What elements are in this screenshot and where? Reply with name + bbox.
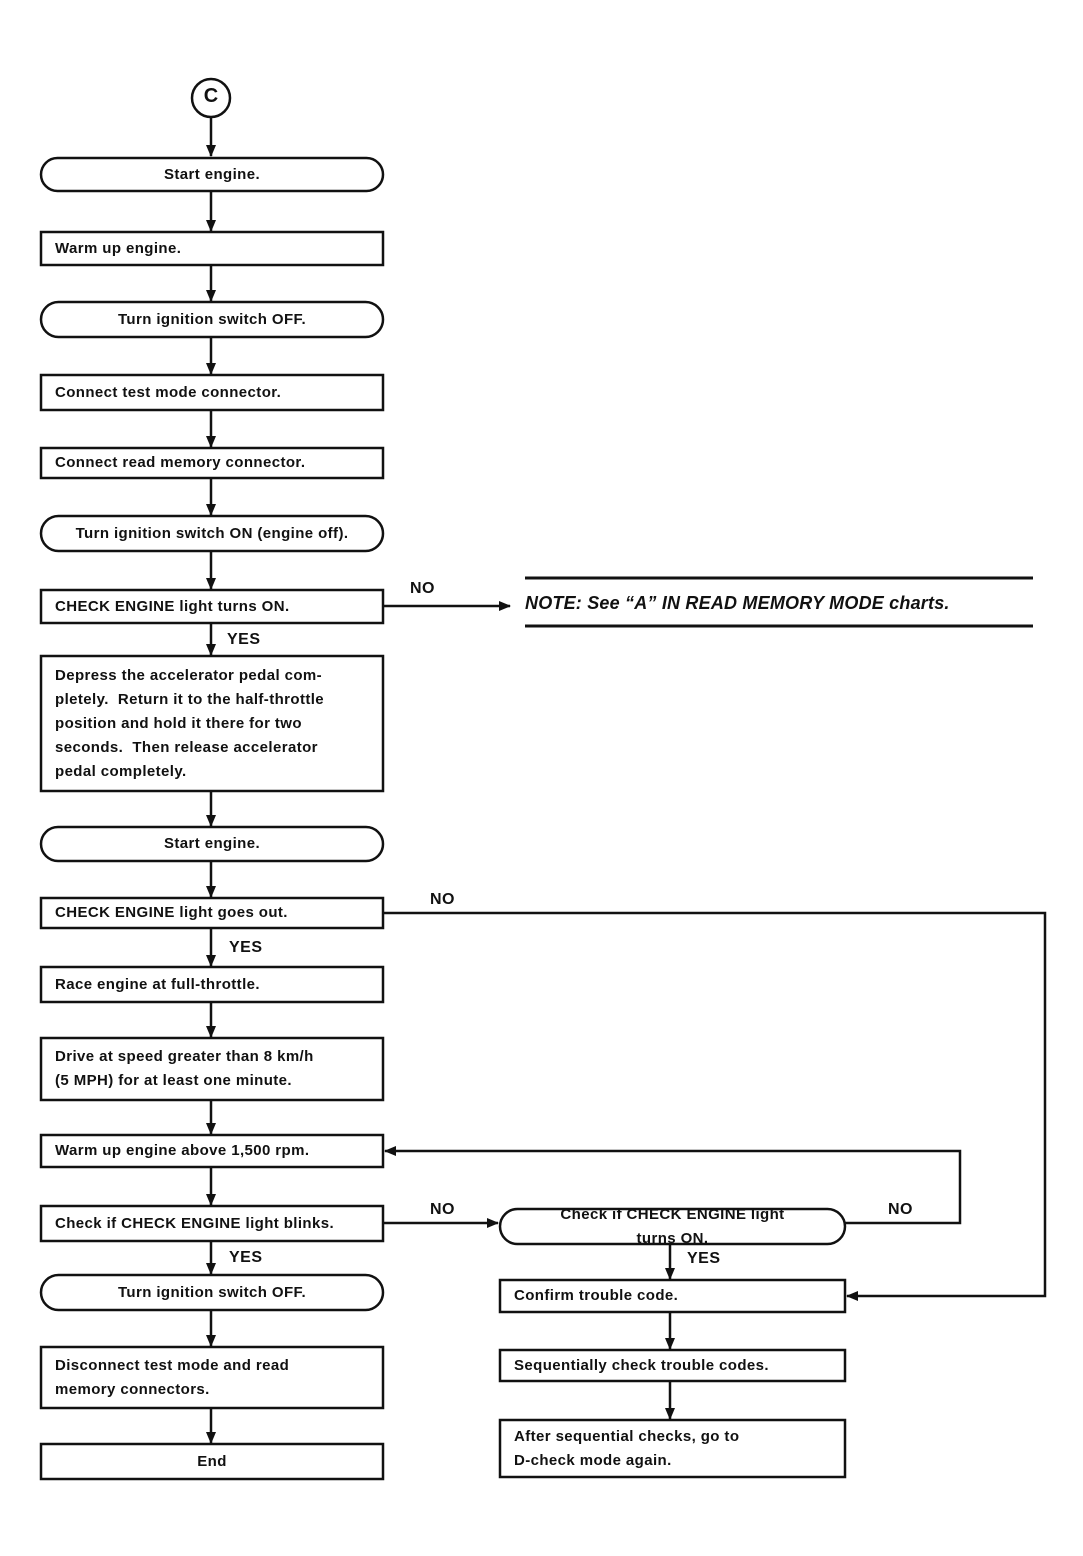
step-check-turns-on-text: Check if CHECK ENGINE light turns ON. [560,1205,785,1247]
step-check-engine-turns-on-text: CHECK ENGINE light turns ON. [55,597,290,615]
step-after-sequential-box [498,1418,847,1479]
step-after-sequential-text: After sequential checks, go to D-check m… [514,1427,740,1469]
step-connect-read-memory-text: Connect read memory connector. [55,454,306,471]
step-end-text: End [197,1452,227,1470]
step-race-engine-box [39,965,385,1004]
label-yes-blinks: YES [229,1249,263,1266]
step-drive-speed-text: Drive at speed greater than 8 km/h (5 MP… [55,1048,314,1089]
step-warm-up-1500-text: Warm up engine above 1,500 rpm. [55,1142,310,1159]
step-warm-up-1500-box [39,1133,385,1169]
edge-no-to-confirm [383,911,1047,1301]
step-check-blinks-text: Check if CHECK ENGINE light blinks. [55,1214,335,1232]
step-end-box [39,1442,385,1481]
step-disconnect-connectors-text: Disconnect test mode and read memory con… [55,1356,290,1398]
step-confirm-trouble-code-box [498,1278,847,1314]
step-confirm-trouble-code-text: Confirm trouble code. [514,1287,679,1304]
step-depress-accelerator-text: Depress the accelerator pedal com- plete… [55,666,325,780]
label-no-blinks: NO [430,1201,455,1218]
step-warm-up-engine-box [39,230,385,267]
label-no-goes-out: NO [430,891,455,908]
step-connect-test-mode-text: Connect test mode connector. [55,383,282,401]
connector-label: C [203,85,219,107]
edge-no-back-to-warm [384,1146,962,1225]
label-yes-check-on: YES [687,1250,721,1267]
step-sequentially-check-text: Sequentially check trouble codes. [514,1356,769,1374]
label-yes-goes-out: YES [229,939,263,956]
step-connect-read-memory-box [39,446,385,480]
step-check-turns-on-box [498,1207,847,1246]
step-turn-ignition-off-2-text: Turn ignition switch OFF. [117,1283,307,1301]
step-turn-ignition-off-1-text: Turn ignition switch OFF. [117,310,307,328]
step-connect-test-mode-box [39,373,385,412]
step-race-engine-text: Race engine at full-throttle. [55,975,260,993]
step-sequentially-check-box [498,1348,847,1383]
step-start-engine-2-text: Start engine. [163,835,261,852]
label-yes-turns-on: YES [227,631,261,648]
note-text: NOTE: See “A” IN READ MEMORY MODE charts… [525,593,950,613]
label-no-turns-on: NO [410,580,435,597]
step-start-engine-1-text: Start engine. [163,165,261,183]
step-warm-up-engine-text: Warm up engine. [55,239,182,257]
step-drive-speed-box [39,1036,385,1102]
step-turn-ignition-on-text: Turn ignition switch ON (engine off). [75,524,349,542]
label-no-check-on: NO [888,1201,913,1218]
step-check-engine-goes-out-text: CHECK ENGINE light goes out. [55,904,288,921]
step-check-blinks-box [39,1204,385,1243]
step-disconnect-connectors-box [39,1345,385,1410]
